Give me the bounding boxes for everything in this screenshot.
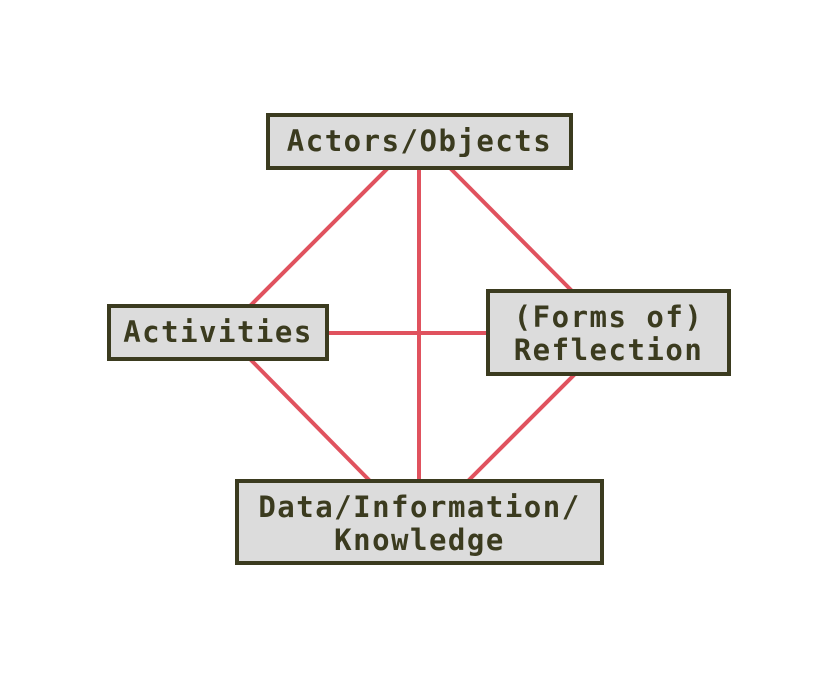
edges-group: [248, 166, 577, 483]
node-activities-label: Activities: [123, 315, 313, 349]
node-reflection: (Forms of) Reflection: [486, 289, 731, 376]
edge-reflection-data: [466, 372, 577, 483]
edge-actors-activities: [248, 166, 390, 308]
edge-activities-data: [248, 357, 372, 483]
node-reflection-label-line-2: Reflection: [514, 333, 704, 367]
node-reflection-box: [486, 289, 731, 376]
node-actors-objects-box: [266, 113, 573, 170]
node-actors-objects-label: Actors/Objects: [287, 124, 552, 158]
node-activities: Activities: [107, 304, 329, 361]
node-activities-box: [107, 304, 329, 361]
edge-actors-reflection: [448, 166, 574, 293]
node-data-knowledge: Data/Information/ Knowledge: [235, 479, 604, 565]
node-data-knowledge-label-line-2: Knowledge: [334, 523, 505, 557]
node-reflection-label-line-1: (Forms of): [514, 300, 704, 334]
node-data-knowledge-box: [235, 479, 604, 565]
node-data-knowledge-label-line-1: Data/Information/: [258, 490, 580, 524]
node-actors-objects: Actors/Objects: [266, 113, 573, 170]
